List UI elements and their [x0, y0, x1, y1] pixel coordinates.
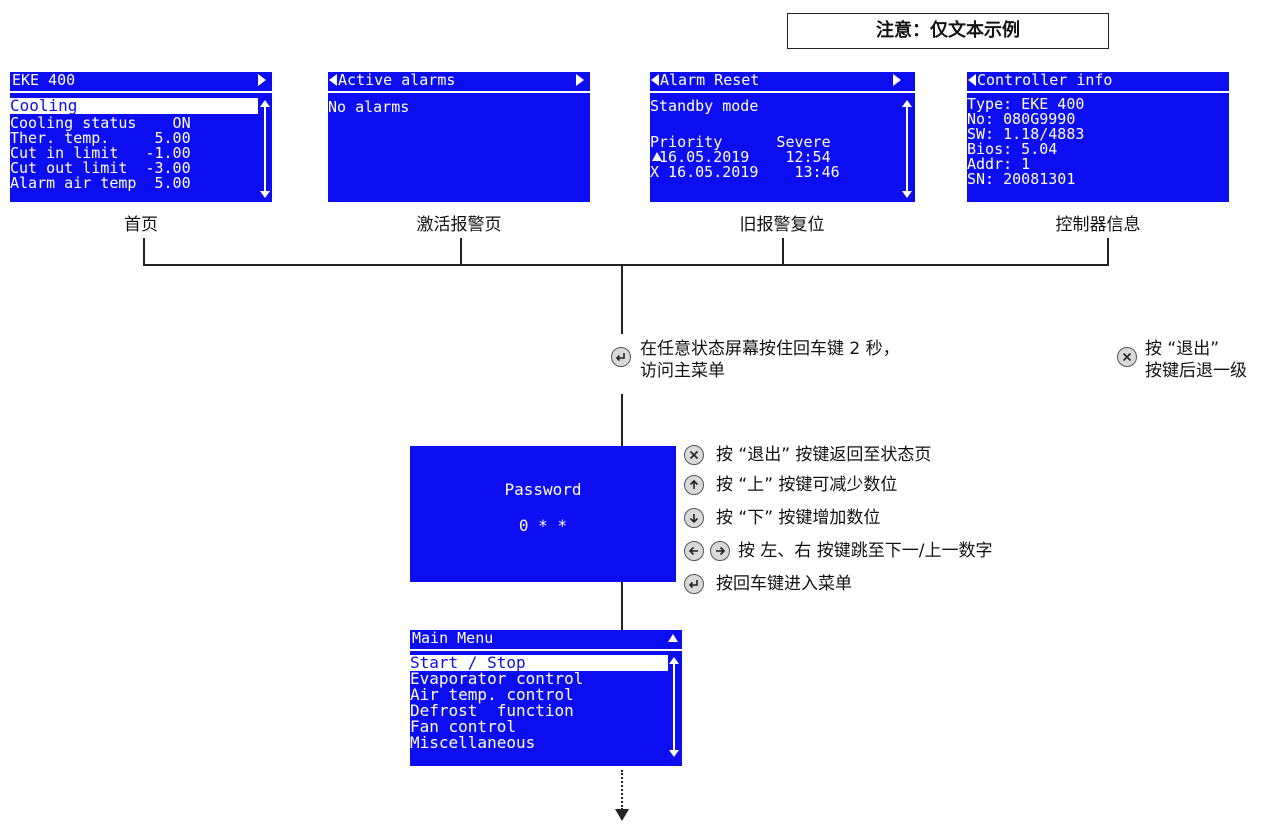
enter-hold-note-line: 访问主菜单	[640, 361, 725, 381]
main-menu-item: Defrost function	[410, 701, 574, 720]
enter-icon	[611, 347, 631, 367]
home-line: Ther. temp. 5.00	[10, 129, 191, 147]
enter-icon	[684, 574, 704, 594]
back-level-note-line: 按 “退出”	[1145, 339, 1220, 359]
password-label: Password	[504, 480, 582, 499]
notice-box: 注意：仅文本示例	[787, 13, 1109, 49]
connector-line	[143, 264, 1109, 266]
continuation-line	[621, 770, 623, 810]
controller-info-line: Type: EKE 400	[967, 95, 1085, 113]
back-level-note-line: 按键后退一级	[1145, 361, 1247, 381]
main-menu-item-selected: Start / Stop	[410, 655, 668, 671]
scroll-up-icon	[902, 100, 912, 107]
alarm-reset-title: Alarm Reset	[660, 72, 760, 89]
scroll-up-icon	[668, 634, 678, 642]
arrow-down-icon	[615, 809, 629, 821]
left-arrow-icon	[651, 74, 659, 86]
arrow-left-icon	[684, 541, 704, 561]
right-arrow-icon	[576, 74, 584, 86]
connector-line	[143, 238, 145, 266]
arrow-up-icon	[684, 475, 704, 495]
controller-info-line: Addr: 1	[967, 155, 1031, 173]
password-leftright-note: 按 左、右 按键跳至下一/上一数字	[738, 541, 993, 561]
main-menu-item: Fan control	[410, 717, 516, 736]
right-arrow-icon	[893, 74, 901, 86]
alarm-reset-screen: Alarm Reset Standby mode Priority Severe…	[650, 72, 915, 202]
alarm-line: No alarms	[328, 98, 410, 116]
scrollbar	[264, 107, 266, 191]
controller-info-line: Bios: 5.04	[967, 140, 1058, 158]
password-exit-note: 按 “退出” 按键返回至状态页	[716, 445, 932, 465]
right-arrow-icon	[258, 74, 266, 86]
screen-divider	[10, 91, 272, 93]
screen-divider	[328, 91, 590, 93]
active-alarms-title: Active alarms	[338, 72, 456, 89]
close-icon	[1117, 347, 1137, 367]
active-alarms-screen: Active alarms No alarms	[328, 72, 590, 202]
connector-line	[621, 264, 623, 334]
screen-divider	[410, 649, 682, 651]
controller-info-line: SW: 1.18/4883	[967, 125, 1085, 143]
alarm-reset-line: X 16.05.2019 13:46	[650, 163, 840, 181]
home-line-selected: Cooling	[10, 98, 258, 114]
scrollbar	[673, 664, 675, 750]
main-menu-item: Miscellaneous	[410, 733, 536, 752]
main-menu-item: Evaporator control	[410, 669, 584, 688]
arrow-right-icon	[710, 541, 730, 561]
alarm-reset-caption: 旧报警复位	[739, 215, 825, 235]
scroll-down-icon	[669, 750, 679, 757]
password-down-note: 按 “下” 按键增加数位	[716, 508, 881, 528]
alarm-reset-line: Standby mode	[650, 97, 759, 115]
enter-hold-note-line: 在任意状态屏幕按住回车键 2 秒，	[640, 339, 900, 359]
connector-line	[1107, 238, 1109, 266]
alarm-reset-line: 16.05.2019 12:54	[650, 148, 831, 166]
controller-info-caption: 控制器信息	[1055, 215, 1141, 235]
home-line: Cut in limit -1.00	[10, 144, 191, 162]
bell-icon	[652, 152, 662, 161]
active-alarms-caption: 激活报警页	[416, 215, 502, 235]
main-menu-item: Air temp. control	[410, 685, 574, 704]
home-screen: EKE 400 Cooling Cooling status ON Ther. …	[10, 72, 272, 202]
home-caption: 首页	[124, 215, 158, 235]
password-value: 0 * *	[518, 516, 568, 535]
screen-divider	[967, 91, 1229, 93]
close-icon	[684, 445, 704, 465]
connector-line	[460, 238, 462, 266]
password-enter-note: 按回车键进入菜单	[716, 574, 852, 594]
controller-info-line: SN: 20081301	[967, 170, 1076, 188]
arrow-down-icon	[684, 508, 704, 528]
alarm-reset-line: Priority Severe	[650, 133, 831, 151]
notice-text: 注意：仅文本示例	[876, 20, 1020, 41]
left-arrow-icon	[329, 74, 337, 86]
scroll-down-icon	[260, 191, 270, 198]
screen-divider	[650, 91, 915, 93]
main-menu-title: Main Menu	[412, 630, 494, 647]
controller-info-line: No: 080G9990	[967, 110, 1076, 128]
left-arrow-icon	[968, 74, 976, 86]
back-level-note: 按 “退出” 按键后退一级	[1145, 338, 1247, 382]
controller-info-title: Controller info	[977, 72, 1113, 89]
connector-line	[621, 394, 623, 446]
scroll-up-icon	[669, 657, 679, 664]
home-line: Alarm air temp 5.00	[10, 174, 191, 192]
connector-line	[782, 238, 784, 266]
scroll-down-icon	[902, 191, 912, 198]
password-screen: Password 0 * *	[410, 446, 676, 582]
main-menu-screen: Main Menu Start / Stop Evaporator contro…	[410, 630, 682, 766]
controller-info-screen: Controller info Type: EKE 400 No: 080G99…	[967, 72, 1229, 202]
connector-line	[621, 582, 623, 630]
enter-hold-note: 在任意状态屏幕按住回车键 2 秒， 访问主菜单	[640, 338, 900, 382]
scrollbar	[906, 107, 908, 191]
password-up-note: 按 “上” 按键可减少数位	[716, 475, 898, 495]
home-line: Cooling status ON	[10, 114, 191, 132]
scroll-up-icon	[260, 100, 270, 107]
home-line: Cut out limit -3.00	[10, 159, 191, 177]
home-screen-title: EKE 400	[12, 72, 76, 89]
